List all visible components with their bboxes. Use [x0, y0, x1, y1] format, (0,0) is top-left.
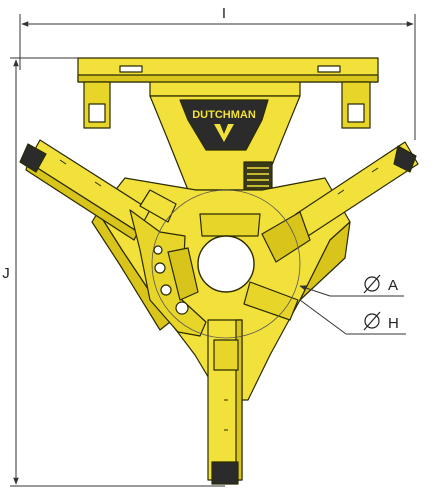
- dimension-j-label: J: [2, 265, 10, 282]
- dimension-j: J: [2, 57, 225, 487]
- bottom-arm: [207, 319, 243, 485]
- dimension-i-label: I: [222, 5, 226, 22]
- diameter-h-callout: H: [299, 299, 406, 335]
- central-bore: [151, 189, 301, 339]
- left-arm: [19, 139, 151, 241]
- jaw-blocks: [167, 211, 311, 321]
- dimension-i: I: [19, 5, 416, 140]
- brand-logo-text: DUTCHMAN: [192, 109, 256, 121]
- diameter-a-label: A: [388, 277, 398, 294]
- diameter-a-callout: A: [299, 274, 404, 297]
- diameter-h-label: H: [388, 315, 399, 332]
- gate-plate: [129, 189, 207, 337]
- brand-logo: DUTCHMAN: [179, 99, 269, 151]
